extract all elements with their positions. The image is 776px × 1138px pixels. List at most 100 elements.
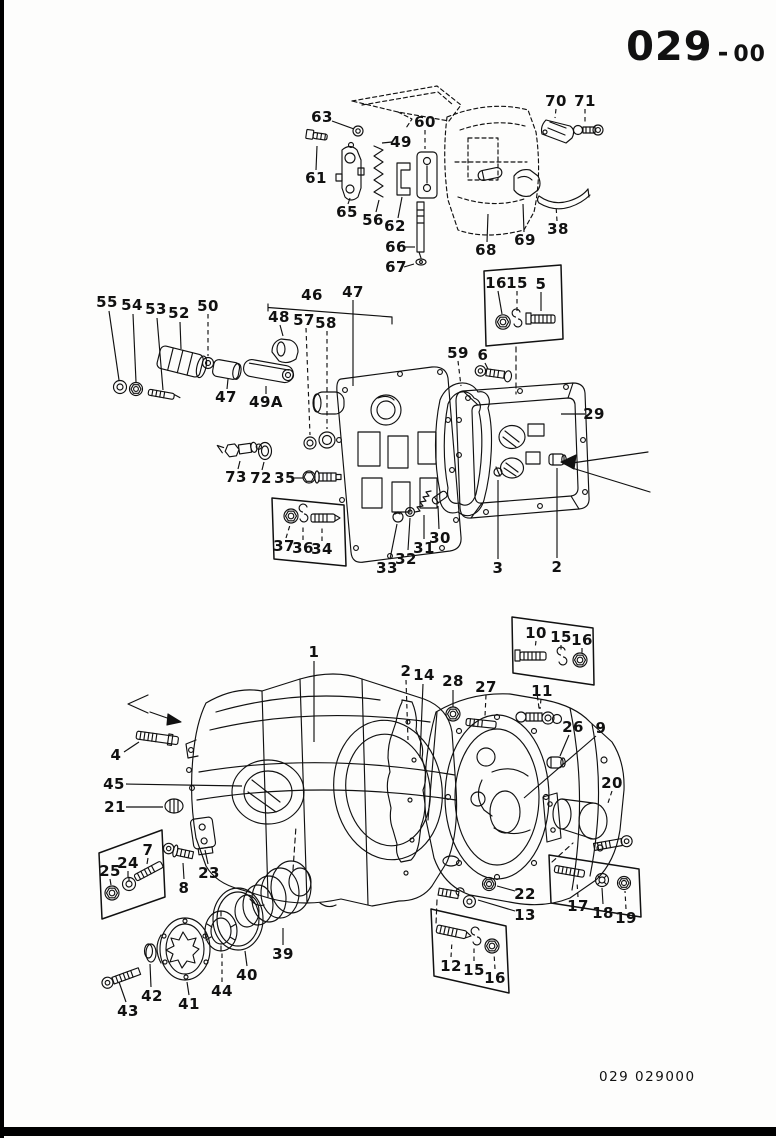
part-callout-66: 66: [385, 238, 407, 256]
dashed-link-box3: [535, 685, 540, 709]
part-40-ring: [212, 887, 264, 951]
part-callout-56: 56: [362, 211, 384, 229]
part-callout-35: 35: [274, 469, 296, 487]
part-29-gear-carrier-housing: [455, 382, 590, 519]
part-34-bolt: [310, 513, 341, 523]
part-25-nut: [104, 885, 120, 901]
dashed-link-box6: [435, 899, 438, 925]
part-65-shift-segment: [335, 141, 365, 201]
part-10-bolt: [514, 649, 547, 662]
part-15-spring-washer: [511, 308, 523, 328]
part-callout-60: 60: [414, 113, 436, 131]
part-callout-19: 19: [615, 909, 637, 927]
part-15-spring-washer-box3: [556, 646, 568, 666]
part-19-nut: [616, 875, 632, 891]
part-callout-16: 16: [571, 631, 593, 649]
hardware-box-12-15-16: [430, 908, 510, 994]
part-callout-36: 36: [292, 539, 314, 557]
part-20-cover-tube: [542, 792, 608, 843]
part-21-plug: [164, 798, 184, 814]
part-callout-59: 59: [447, 344, 469, 362]
part-69-knob: [513, 169, 541, 197]
part-callout-7: 7: [142, 841, 154, 859]
part-39-boot: [234, 860, 312, 928]
part-53-stud: [147, 388, 181, 400]
part-55-ring: [112, 379, 128, 395]
part-8-bolt: [162, 842, 195, 860]
part-callout-29: 29: [583, 405, 605, 423]
part-callout-50: 50: [197, 297, 219, 315]
part-callout-47: 47: [215, 388, 237, 406]
part-4-stud: [135, 730, 179, 746]
part-callout-33: 33: [376, 559, 398, 577]
part-56-spring: [373, 145, 384, 198]
part-callout-21: 21: [104, 798, 126, 816]
bracket-46: [267, 303, 393, 325]
part-72-seal-ring: [257, 441, 273, 461]
part-36-spring-washer: [298, 503, 309, 523]
part-17-stud: [553, 865, 586, 878]
part-callout-61: 61: [305, 169, 327, 187]
part-callout-49A: 49A: [249, 393, 283, 411]
part-13-bolt: [437, 887, 476, 909]
gear-lever-reference: [351, 85, 462, 129]
part-callout-45: 45: [103, 775, 125, 793]
part-callout-9: 9: [595, 719, 607, 737]
part-67-clip: [415, 258, 427, 266]
part-callout-55: 55: [96, 293, 118, 311]
part-callout-44: 44: [211, 982, 233, 1000]
part-callout-34: 34: [311, 540, 333, 558]
part-callout-72: 72: [250, 469, 272, 487]
part-24-washer: [121, 876, 137, 892]
part-47-sleeve: [212, 359, 242, 380]
part-38-shift-rod: [536, 188, 591, 210]
hardware-box-17-18-19: [548, 854, 642, 918]
part-callout-28: 28: [442, 672, 464, 690]
part-callout-15: 15: [463, 961, 485, 979]
part-callout-15: 15: [550, 628, 572, 646]
part-callout-3: 3: [492, 559, 504, 577]
part-callout-42: 42: [141, 987, 163, 1005]
part-22-nut: [481, 876, 497, 892]
assembly-direction-arrow-right: [560, 451, 651, 493]
part-35-bolt: [302, 470, 342, 484]
part-callout-67: 67: [385, 258, 407, 276]
part-callout-26: 26: [562, 718, 584, 736]
part-callout-17: 17: [567, 897, 589, 915]
hardware-box-10-15-16: [511, 616, 595, 686]
part-callout-38: 38: [547, 220, 569, 238]
page-left-border: [0, 0, 4, 1138]
part-callout-37: 37: [273, 537, 295, 555]
part-30-pin: [431, 490, 448, 505]
part-callout-22: 22: [514, 885, 536, 903]
part-15-spring-washer-lower: [470, 926, 482, 946]
part-16-nut-lower: [484, 938, 500, 954]
part-callout-46: 46: [301, 286, 323, 304]
part-68-pin: [477, 166, 503, 182]
part-61-bolt: [305, 128, 328, 141]
part-callout-43: 43: [117, 1002, 139, 1020]
part-49A-tube: [242, 359, 295, 384]
part-20-bolt: [592, 835, 633, 851]
part-callout-13: 13: [514, 906, 536, 924]
part-16-nut: [495, 314, 511, 330]
fiche-number: 029 029000: [599, 1069, 696, 1085]
part-callout-1: 1: [308, 643, 320, 661]
part-48-plug: [271, 338, 299, 364]
part-5-bolt: [525, 312, 556, 325]
page-number-header: 029 - 00: [626, 27, 766, 68]
part-6-bolt: [474, 365, 513, 383]
header-separator: -: [717, 38, 729, 68]
part-71-bolt: [572, 124, 604, 136]
part-37-nut: [283, 508, 299, 524]
part-callout-2: 2: [551, 558, 563, 576]
part-callout-63: 63: [311, 108, 333, 126]
part-54-nut: [128, 381, 144, 397]
part-11-bolt: [515, 711, 563, 725]
part-callout-71: 71: [574, 92, 596, 110]
part-16-nut-box3: [572, 652, 588, 668]
hardware-box-37-36-34: [271, 497, 347, 567]
part-callout-48: 48: [268, 308, 290, 326]
part-callout-4: 4: [110, 746, 122, 764]
part-callout-65: 65: [336, 203, 358, 221]
